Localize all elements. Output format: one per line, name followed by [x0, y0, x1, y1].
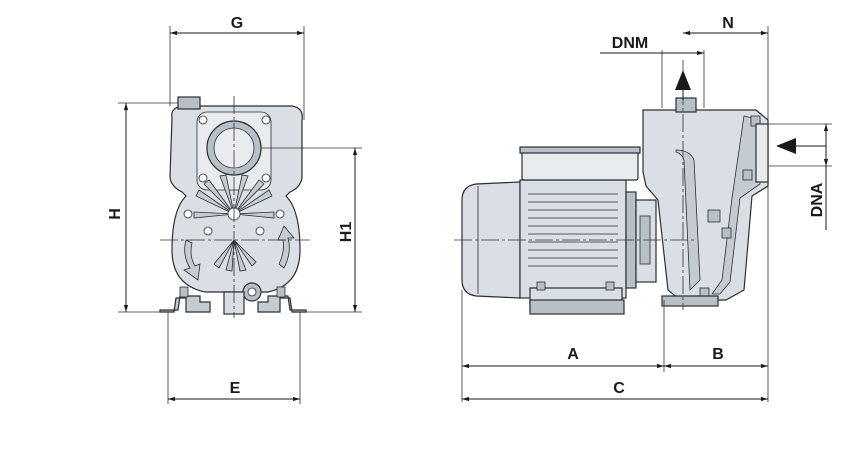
dim-label-b: B [712, 346, 724, 363]
motor-fins [528, 193, 618, 267]
dim-label-a: A [567, 346, 579, 363]
rotation-arrow-right [277, 225, 295, 269]
dim-label-dnm: DNM [612, 35, 648, 52]
front-bolts [183, 115, 285, 236]
terminal-box [521, 149, 639, 181]
dim-label-g: G [231, 15, 243, 32]
suction-port [755, 123, 769, 183]
dim-label-n: N [722, 15, 734, 32]
motor-body [519, 179, 627, 299]
front-fins [193, 174, 275, 272]
suction-flow-arrow [776, 138, 796, 154]
dim-label-e: E [230, 380, 241, 397]
dim-label-c: C [613, 380, 625, 397]
dim-label-h: H [107, 208, 124, 220]
front-top-nut [177, 96, 201, 110]
dim-label-h1: H1 [338, 222, 355, 243]
front-feet [159, 295, 307, 313]
side-view: DNM N DNA A B C [454, 15, 832, 402]
rotation-arrow-left [183, 239, 201, 281]
discharge-flow-arrow [675, 70, 691, 90]
dim-label-dna: DNA [809, 182, 826, 217]
front-view: G H H1 E [107, 15, 362, 404]
side-top-nut [675, 97, 697, 113]
